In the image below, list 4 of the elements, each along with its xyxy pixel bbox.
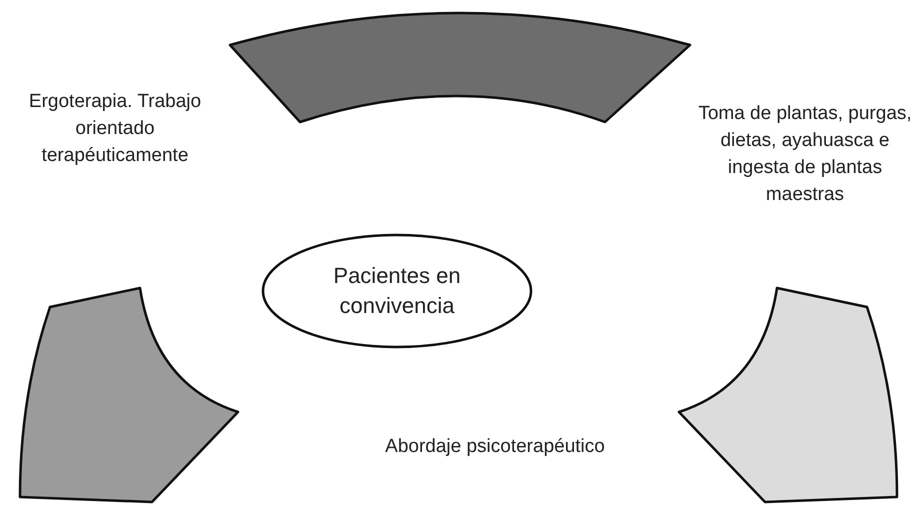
category-label: Toma de plantas, purgas, dietas, ayahuasca e ingesta de plantas maestras <box>697 102 913 207</box>
category-label: Ergoterapia. Trabajo orientado terapéuticamente <box>28 90 202 168</box>
node-label: Pacientes en convivencia <box>332 262 462 320</box>
category-label: Abordaje psicoterapéutico <box>385 435 605 459</box>
